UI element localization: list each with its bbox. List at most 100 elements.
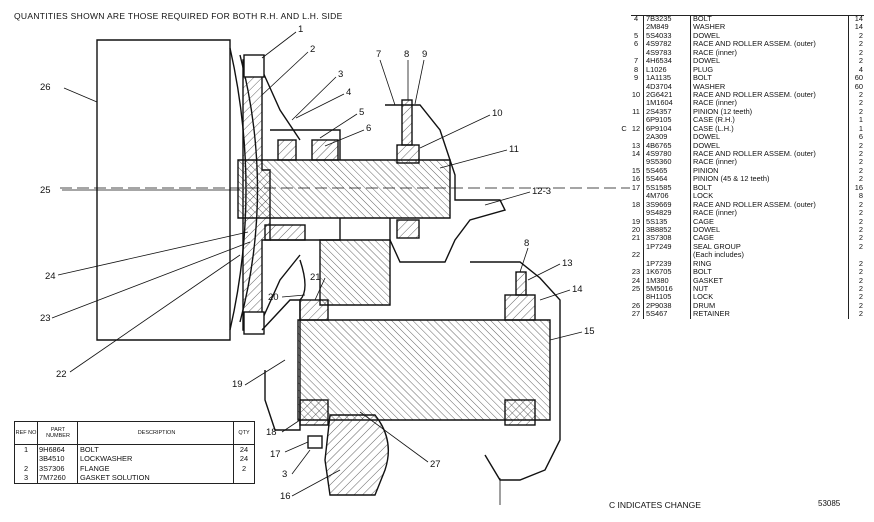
cell-part: 3S7306 <box>38 463 78 474</box>
cell-part: 1A1135 <box>644 73 691 83</box>
cell-mark <box>619 150 629 158</box>
cell-ref: 5 <box>629 31 644 41</box>
callout-4: 4 <box>346 87 351 98</box>
header-desc: DESCRIPTION <box>78 422 234 444</box>
cell-desc: LOCK <box>693 293 714 302</box>
cell-ref <box>629 209 644 218</box>
cell-part: 5S4033 <box>644 31 691 41</box>
bearing-6 <box>311 139 339 161</box>
cell-part: 6P9104 <box>644 124 691 134</box>
cell-qty: 2 <box>848 217 864 226</box>
cell-mark <box>619 91 629 99</box>
cell-mark <box>619 251 629 259</box>
cell-qty: 16 <box>848 183 864 193</box>
cell-ref <box>629 192 644 201</box>
callout-27: 27 <box>430 459 441 470</box>
cell-desc: DOWEL <box>693 31 721 40</box>
cell-part: L1026 <box>644 65 691 75</box>
cell-qty: 2 <box>848 259 864 269</box>
cell-ref: 19 <box>629 217 644 226</box>
header-qty: QTY <box>238 430 250 436</box>
callout-19: 19 <box>232 379 243 390</box>
cell-ref <box>629 158 644 167</box>
callout-3b: 3 <box>282 469 287 480</box>
cell-part: 4S9783 <box>644 48 691 58</box>
cell-desc: WASHER <box>693 82 726 91</box>
cell-desc: PINION (12 teeth) <box>693 107 753 116</box>
cell-ref: 21 <box>629 233 644 243</box>
cell-qty: 2 <box>848 98 864 108</box>
cell-desc: RETAINER <box>693 310 730 319</box>
cell-mark <box>619 302 629 310</box>
callout-8b: 8 <box>524 238 529 249</box>
cell-part: 2G6421 <box>644 90 691 100</box>
callout-10: 10 <box>492 108 503 119</box>
cell-ref: 3 <box>15 473 38 483</box>
callout-2: 2 <box>310 44 315 55</box>
cell-qty: 2 <box>848 48 864 58</box>
cell-part: 1M1604 <box>644 98 691 108</box>
cell-mark <box>619 201 629 209</box>
cell-ref: 12 <box>629 124 644 134</box>
cell-part: 4M706 <box>644 191 691 201</box>
cell-desc: (Each includes) <box>693 251 744 260</box>
cell-desc: BOLT <box>693 183 712 192</box>
cell-desc: SEAL GROUP <box>693 242 741 251</box>
callout-14: 14 <box>572 284 583 295</box>
cell-desc: GASKET <box>693 276 723 285</box>
cell-desc: RACE (inner) <box>693 158 737 167</box>
bearing-10 <box>396 144 420 164</box>
cell-ref <box>629 48 644 58</box>
figure-number: 53085 <box>818 499 841 508</box>
cell-ref: 27 <box>629 309 644 319</box>
cell-ref: 26 <box>629 301 644 311</box>
cell-mark <box>619 209 629 217</box>
cell-qty: 2 <box>848 208 864 218</box>
cell-qty: 2 <box>848 141 864 150</box>
cell-qty: 2 <box>848 309 864 319</box>
cell-desc: GASKET SOLUTION <box>78 473 234 483</box>
cell-desc: PLUG <box>693 65 714 74</box>
cell-part: 3S9669 <box>644 200 691 210</box>
cell-part: 5S464 <box>644 174 691 184</box>
cell-desc: WASHER <box>693 23 726 32</box>
cell-part: 5S467 <box>644 309 691 319</box>
cell-ref: 1 <box>15 445 38 455</box>
cell-desc: RING <box>693 259 712 268</box>
callout-21: 21 <box>310 272 321 283</box>
cell-mark <box>619 57 629 65</box>
bolt-top <box>243 54 265 78</box>
cell-ref: 13 <box>629 141 644 150</box>
cell-desc: CASE (R.H.) <box>693 116 735 125</box>
cell-part: 4D3704 <box>644 82 691 91</box>
cell-mark <box>619 23 629 31</box>
cell-ref <box>629 293 644 302</box>
cell-part: 2P9038 <box>644 301 691 311</box>
cell-qty: 24 <box>239 454 249 464</box>
cell-qty: 2 <box>848 292 864 302</box>
cell-mark <box>619 277 629 285</box>
cell-qty: 6 <box>848 132 864 142</box>
cell-qty: 2 <box>848 276 864 285</box>
case-12 <box>385 104 507 263</box>
cell-part: 4B6765 <box>644 141 691 150</box>
cell-mark <box>619 243 629 251</box>
